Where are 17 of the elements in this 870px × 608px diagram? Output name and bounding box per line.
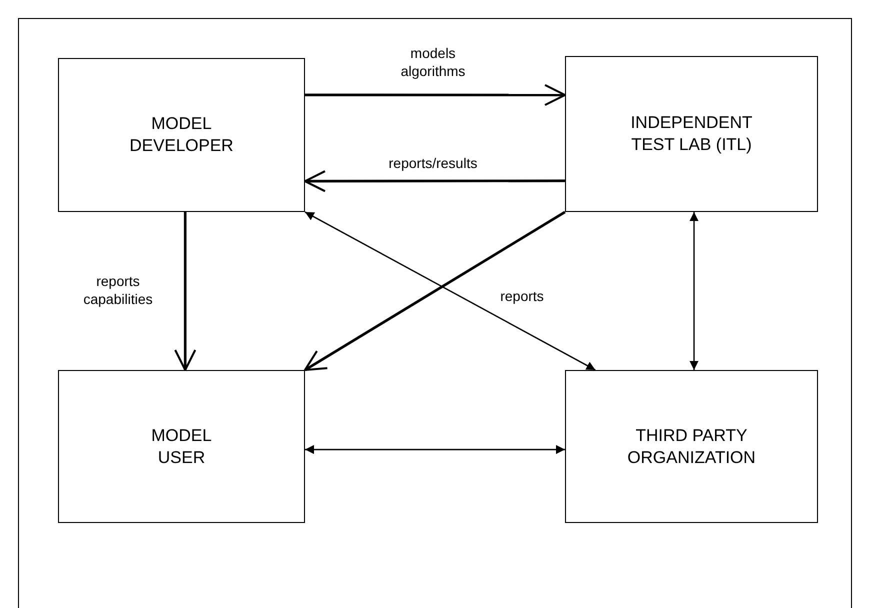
box-label: THIRD PARTY ORGANIZATION [626, 424, 757, 468]
box-label: MODEL DEVELOPER [128, 113, 234, 157]
box-label: INDEPENDENT TEST LAB (ITL) [630, 112, 754, 156]
box-label: MODEL USER [150, 424, 213, 468]
process-box [58, 370, 305, 523]
process-box [58, 58, 305, 212]
arrow [305, 445, 565, 454]
edge-label: models algorithms [400, 44, 466, 80]
arrow [174, 212, 196, 371]
arrow [304, 170, 565, 192]
process-box [565, 370, 818, 523]
edge-label: reports [499, 287, 545, 305]
process-box [565, 56, 818, 212]
edge-label: reports/results [388, 154, 478, 172]
edge-label: reports capabilities [82, 272, 154, 308]
arrow [305, 84, 566, 106]
arrow [690, 212, 699, 370]
